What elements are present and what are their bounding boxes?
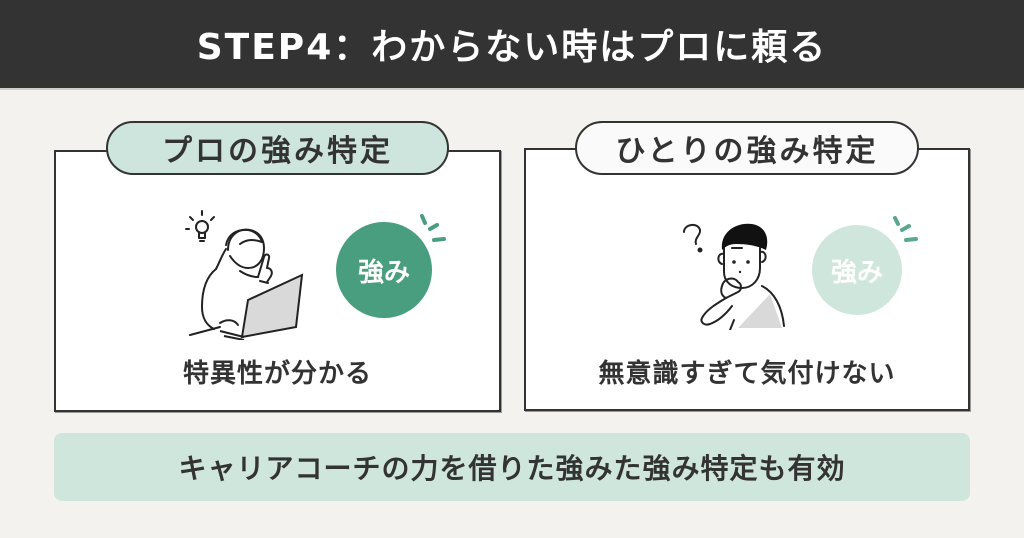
panel-pro-label: プロの強み特定 — [106, 121, 449, 175]
summary-text: キャリアコーチの力を借りた強みた強み特定も有効 — [178, 452, 846, 485]
strength-badge-solo: 強み — [812, 225, 902, 315]
man-thinking-question-icon — [683, 223, 785, 330]
panel-solo-label: ひとりの強み特定 — [575, 121, 919, 175]
strength-badge-label: 強み — [357, 257, 410, 288]
page-title: STEP4：わからない時はプロに頼る — [196, 27, 828, 68]
sparkle-icon — [893, 216, 918, 242]
panel-pro-caption: 特異性が分かる — [182, 359, 372, 389]
header-bar: STEP4：わからない時はプロに頼る — [0, 0, 1024, 90]
summary-banner: キャリアコーチの力を借りた強みた強み特定も有効 — [54, 433, 970, 501]
strength-badge-pro: 強み — [336, 222, 432, 318]
strength-badge-label: 強み — [830, 257, 883, 288]
woman-with-laptop-lightbulb-icon — [185, 210, 304, 340]
sparkle-icon — [420, 214, 446, 242]
panel-solo-caption: 無意識すぎて気付けない — [598, 359, 896, 389]
